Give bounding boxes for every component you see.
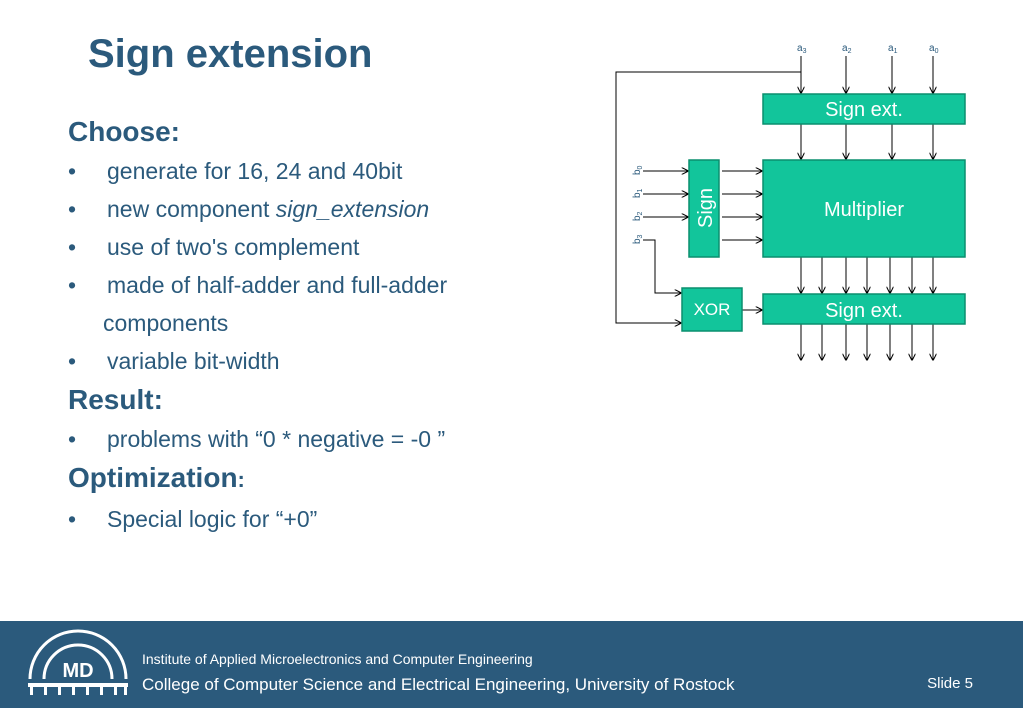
xor-label: XOR (694, 300, 731, 319)
heading-optimization-colon: : (237, 467, 245, 492)
heading-result: Result: (68, 384, 163, 415)
bullet-text-continued: components (103, 310, 229, 336)
bullet-dot: • (68, 272, 77, 298)
multiplier-block (762, 159, 966, 258)
bullet-item: • made of half-adder and full-adder compon… (68, 266, 588, 342)
wire-a3-to-xor (615, 71, 801, 323)
bullet-dot: • (68, 348, 77, 374)
bullet-text: problems with “0 * negative = -0 ” (107, 426, 446, 452)
optimization-list: • Special logic for “+0” (68, 500, 588, 538)
xor-block (681, 287, 743, 332)
sign-label: Sign (695, 188, 717, 228)
wire-b3-to-xor (643, 239, 681, 293)
bullet-item: • problems with “0 * negative = -0 ” (68, 420, 588, 458)
sign-ext-bottom-label: Sign ext. (825, 300, 903, 322)
input-label-a0: a0 (929, 43, 939, 55)
result-list: • problems with “0 * negative = -0 ” (68, 420, 588, 458)
bullet-item: • variable bit-width (68, 342, 588, 380)
bullet-text: made of half-adder and full-adder (107, 272, 448, 298)
footer-bar: MD Institute of Applied Microelectronics… (0, 621, 1023, 708)
input-labels: a3 a2 a1 a0 b0 b1 b2 b3 (632, 43, 939, 244)
bullet-text: use of two's complement (107, 234, 360, 260)
input-label-b2: b2 (632, 211, 644, 221)
input-label-b3: b3 (632, 234, 644, 244)
input-label-a1: a1 (888, 43, 898, 55)
bullet-dot: • (68, 426, 77, 452)
university-logo: MD (28, 629, 128, 695)
heading-optimization: Optimization: (68, 458, 588, 500)
input-label-b1: b1 (632, 188, 644, 198)
bullet-dot: • (68, 506, 77, 532)
slide-number: Slide 5 (927, 675, 973, 692)
sign-ext-top-block (762, 93, 966, 125)
bullet-text: Special logic for “+0” (107, 506, 318, 532)
bullet-text-italic: sign_extension (275, 196, 430, 222)
footer-institute: Institute of Applied Microelectronics an… (142, 651, 533, 667)
footer-college: College of Computer Science and Electric… (142, 675, 735, 694)
sign-ext-top-label: Sign ext. (825, 99, 903, 121)
wires (615, 56, 933, 360)
multiplier-label: Multiplier (824, 199, 904, 221)
bullet-text: variable bit-width (107, 348, 280, 374)
sign-block (688, 159, 720, 258)
bullet-item: • Special logic for “+0” (68, 500, 588, 538)
slide-title: Sign extension (88, 32, 373, 76)
bullet-dot: • (68, 234, 77, 260)
logo-text: MD (62, 660, 93, 682)
input-label-b0: b0 (632, 165, 644, 175)
blocks: Sign ext. Multiplier Sign XOR Sign ext. (681, 93, 966, 332)
bullet-text: new component (107, 196, 276, 222)
sign-ext-bottom-block (762, 293, 966, 325)
bullet-dot: • (68, 158, 77, 184)
slide-content: Choose: • generate for 16, 24 and 40bit •… (68, 112, 588, 538)
choose-list: • generate for 16, 24 and 40bit • new comp… (68, 152, 588, 380)
bullet-item: • use of two's complement (68, 228, 588, 266)
input-label-a2: a2 (842, 43, 852, 55)
input-label-a3: a3 (797, 43, 807, 55)
bullet-item: • generate for 16, 24 and 40bit (68, 152, 588, 190)
bullet-dot: • (68, 196, 77, 222)
heading-choose: Choose: (68, 116, 180, 147)
bullet-item: • new component sign_extension (68, 190, 588, 228)
heading-optimization-text: Optimization (68, 462, 238, 493)
bullet-text: generate for 16, 24 and 40bit (107, 158, 403, 184)
block-diagram: Sign ext. Multiplier Sign XOR Sign ext. … (615, 43, 966, 366)
